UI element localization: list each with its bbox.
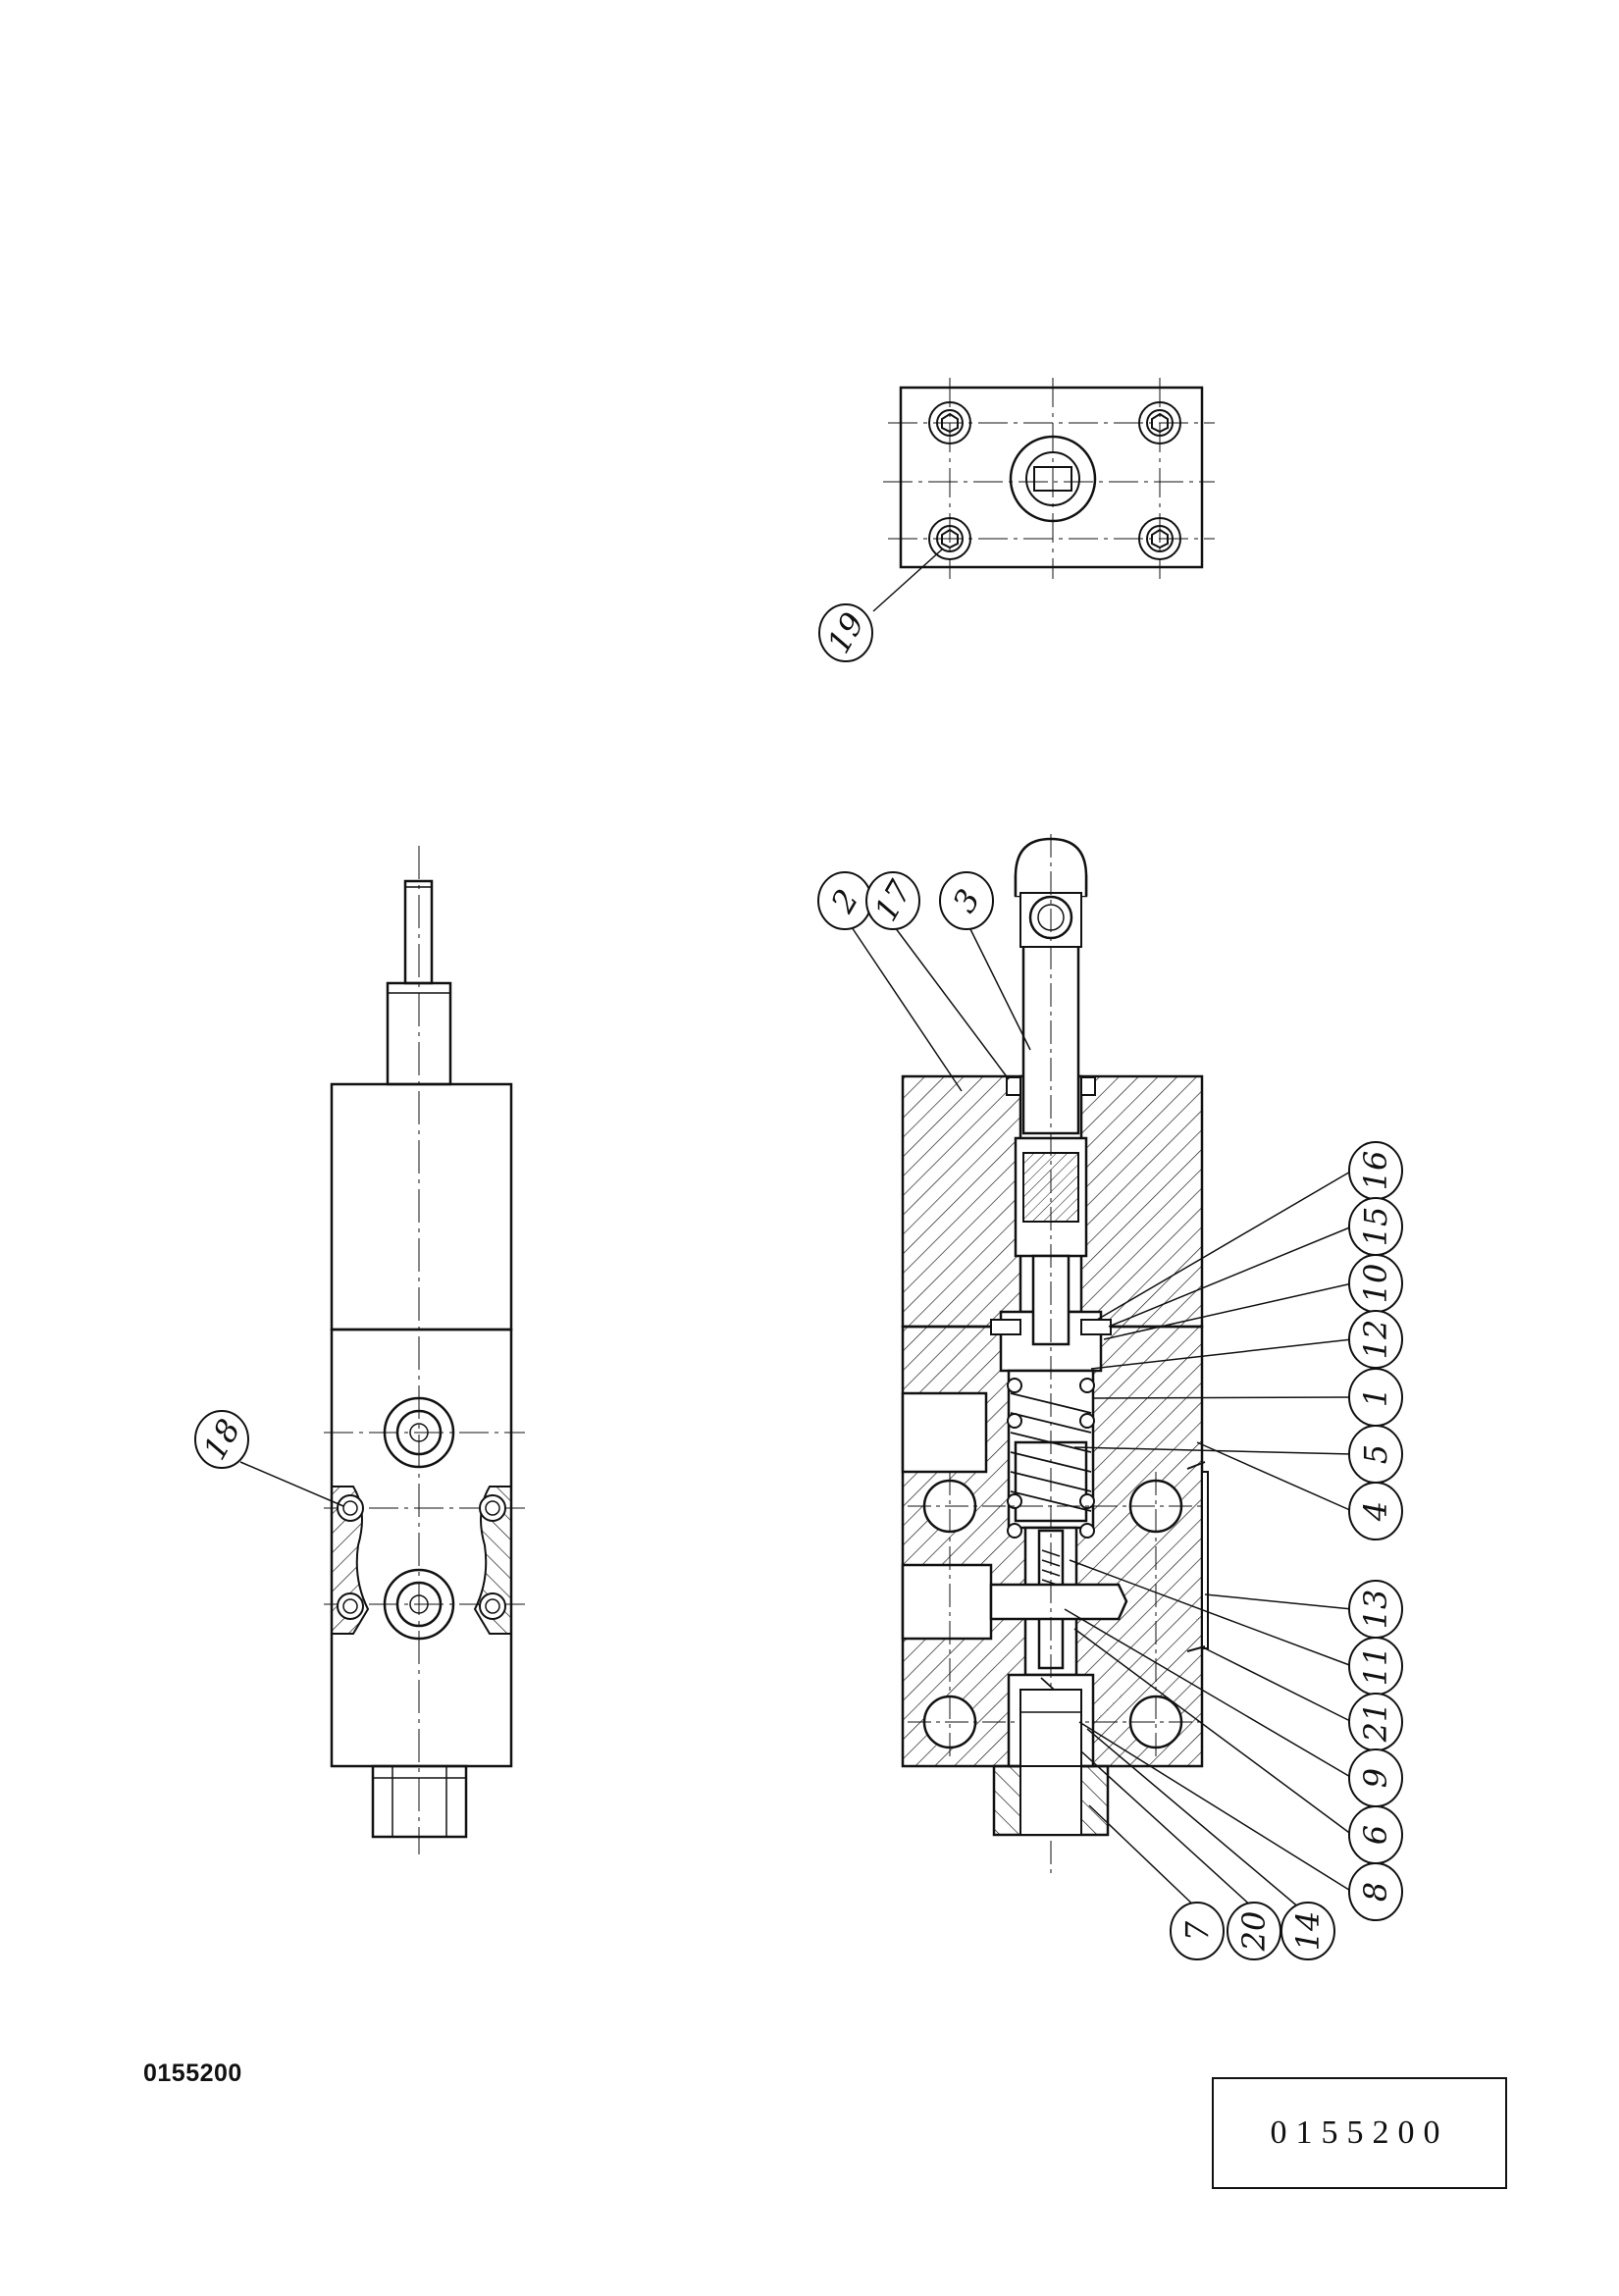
callout-10-label: 10 — [1357, 1264, 1394, 1304]
callout-14: 14 — [1280, 1902, 1335, 1960]
callout-4-label: 4 — [1357, 1501, 1394, 1522]
callout-9-label: 9 — [1357, 1768, 1394, 1788]
callout-16: 16 — [1348, 1141, 1403, 1200]
callout-4: 4 — [1348, 1482, 1403, 1540]
callout-6: 6 — [1348, 1805, 1403, 1864]
callout-14-label: 14 — [1289, 1911, 1327, 1952]
callout-2: 2 — [817, 871, 872, 930]
drawing-number: 0155200 — [143, 2060, 242, 2087]
callout-5-label: 5 — [1357, 1444, 1394, 1464]
callout-12: 12 — [1348, 1310, 1403, 1369]
callout-12-label: 12 — [1357, 1320, 1394, 1360]
callout-15-label: 15 — [1357, 1207, 1394, 1247]
callout-21-label: 21 — [1357, 1702, 1394, 1744]
title-block-number: 0155200 — [1270, 2114, 1449, 2151]
callout-7: 7 — [1170, 1902, 1225, 1960]
callout-3: 3 — [939, 871, 994, 930]
callout-5: 5 — [1348, 1425, 1403, 1484]
callout-17: 17 — [865, 871, 920, 930]
callout-11: 11 — [1348, 1637, 1403, 1696]
callout-21: 21 — [1348, 1693, 1403, 1751]
leader-lines — [851, 926, 1353, 1909]
callout-20-label: 20 — [1235, 1911, 1273, 1953]
callout-bubbles: 19 18 2 17 3 16 — [194, 603, 1403, 1960]
callout-1-label: 1 — [1357, 1387, 1394, 1407]
callout-6-label: 6 — [1357, 1825, 1394, 1845]
callout-9: 9 — [1348, 1748, 1403, 1807]
callout-8: 8 — [1348, 1862, 1403, 1921]
callout-10: 10 — [1348, 1254, 1403, 1313]
callout-1: 1 — [1348, 1368, 1403, 1427]
callout-15: 15 — [1348, 1197, 1403, 1256]
callout-13: 13 — [1348, 1580, 1403, 1639]
callout-13-label: 13 — [1357, 1590, 1394, 1630]
bolt-heads — [928, 401, 1181, 560]
callout-11-label: 11 — [1357, 1646, 1394, 1687]
section-view — [901, 834, 1209, 1874]
top-view — [872, 378, 1215, 612]
callout-7-label: 7 — [1178, 1920, 1216, 1941]
callout-16-label: 16 — [1357, 1151, 1394, 1191]
title-block: 0155200 — [1212, 2077, 1507, 2189]
callout-18: 18 — [194, 1410, 249, 1469]
callout-19: 19 — [818, 603, 873, 662]
side-view — [239, 846, 525, 1854]
callout-8-label: 8 — [1357, 1882, 1394, 1902]
callout-20: 20 — [1227, 1902, 1281, 1960]
